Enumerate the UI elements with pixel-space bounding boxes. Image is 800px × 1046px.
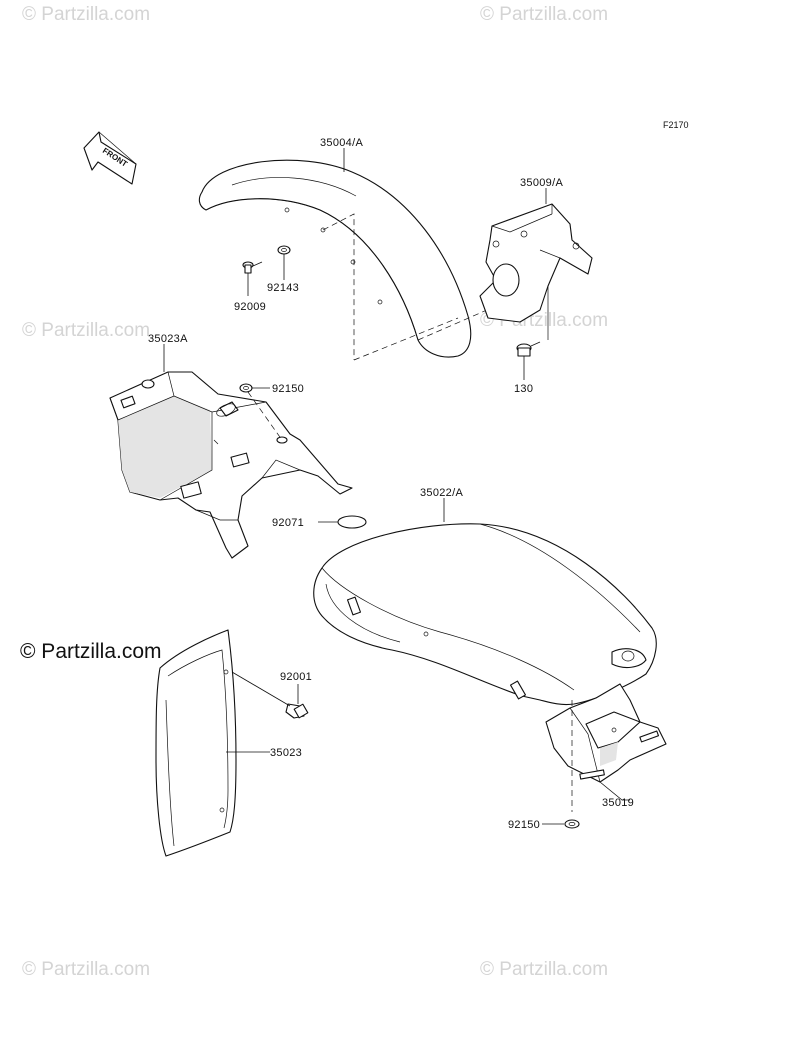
tool-tray <box>109 371 353 559</box>
label-grommet-upper: 92150 <box>272 383 304 395</box>
label-bolt-130: 130 <box>514 383 533 395</box>
rubber-damper-icon <box>318 515 367 529</box>
watermark-main: © Partzilla.com <box>20 640 162 663</box>
watermark-bottom-right: © Partzilla.com <box>480 959 608 980</box>
label-front-fender: 35004/A <box>320 137 363 149</box>
rear-fender <box>313 523 657 706</box>
label-rubber-damper: 92071 <box>272 517 304 529</box>
label-bolt-92009: 92009 <box>234 301 266 313</box>
grommet-lower-icon <box>542 819 580 829</box>
plate-bracket <box>545 683 667 812</box>
watermark-top-left: © Partzilla.com <box>22 4 150 25</box>
fender-bracket <box>479 203 593 340</box>
bolt-92001-icon <box>231 671 309 719</box>
front-arrow-icon: FRONT <box>83 131 137 185</box>
label-rear-fender: 35022/A <box>420 487 463 499</box>
bolt-130-icon <box>516 341 541 380</box>
label-fender-bracket: 35009/A <box>520 177 563 189</box>
label-grommet-lower: 92150 <box>508 819 540 831</box>
label-mud-flap: 35023 <box>270 747 302 759</box>
washer-92143-icon <box>277 245 291 280</box>
bolt-92009-icon <box>242 261 263 296</box>
watermark-mid-left: © Partzilla.com <box>22 320 150 341</box>
figure-ref-code: F2170 <box>663 120 689 130</box>
label-plate-bracket: 35019 <box>602 797 634 809</box>
front-fender <box>198 159 511 361</box>
watermark-bottom-left: © Partzilla.com <box>22 959 150 980</box>
grommet-upper-icon <box>239 383 283 441</box>
label-tool-tray: 35023A <box>148 333 188 345</box>
watermark-top-right: © Partzilla.com <box>480 4 608 25</box>
label-washer-92143: 92143 <box>267 282 299 294</box>
label-bolt-92001: 92001 <box>280 671 312 683</box>
mud-flap <box>155 629 237 857</box>
